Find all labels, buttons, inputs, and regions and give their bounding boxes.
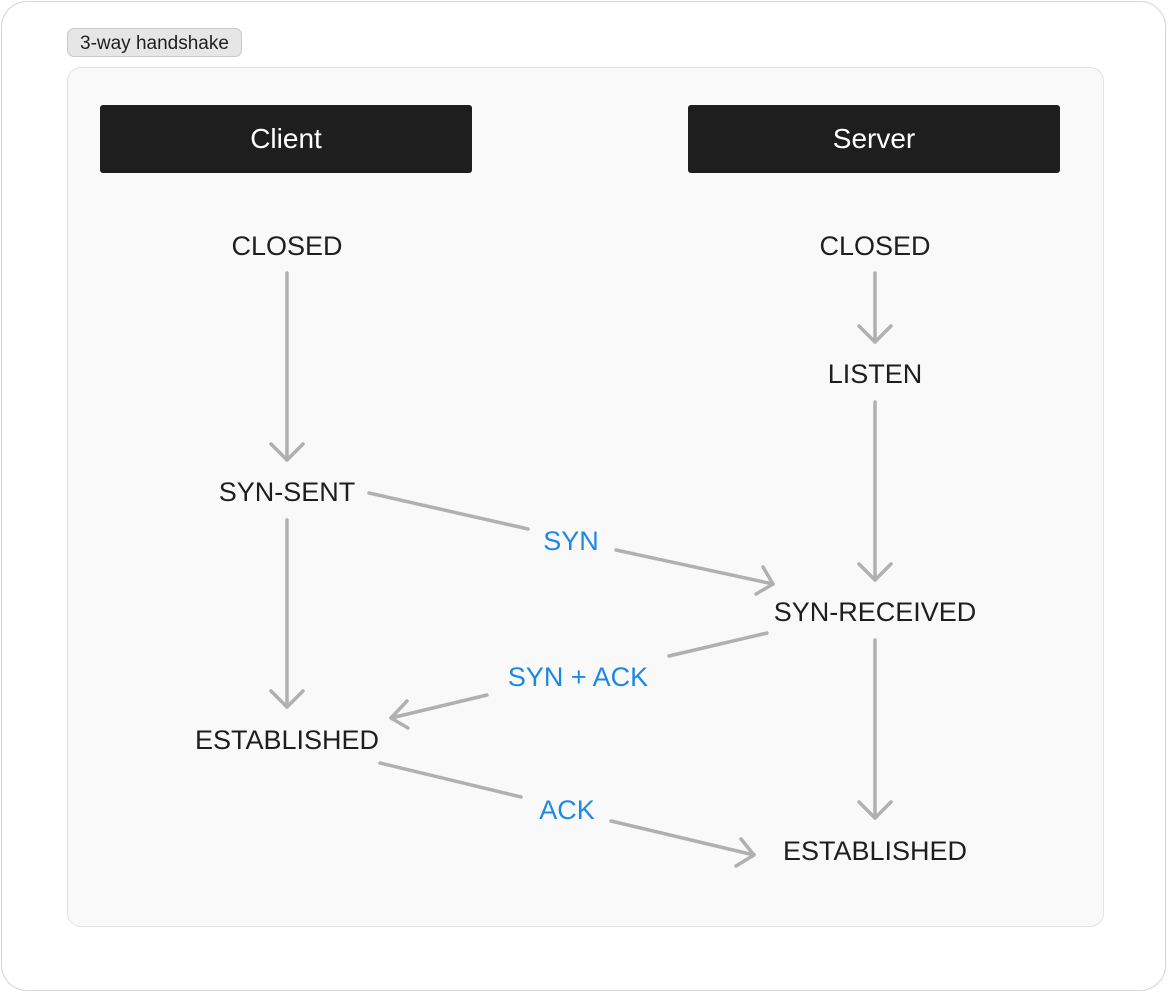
arrow-server-closed-to-listen — [857, 271, 893, 344]
arrow-ack-message — [378, 761, 756, 868]
client-lane-header: Client — [100, 105, 472, 173]
arrow-client-syn-sent-to-established — [269, 518, 305, 709]
server-state-syn-received: SYN-RECEIVED — [773, 597, 977, 627]
arrow-syn-ack-message — [389, 631, 769, 730]
server-state-established: ESTABLISHED — [782, 836, 968, 866]
message-syn-ack: SYN + ACK — [507, 662, 649, 692]
diagram-panel — [67, 67, 1104, 927]
server-state-closed: CLOSED — [819, 231, 931, 261]
arrow-server-listen-to-syn-received — [857, 400, 893, 582]
client-state-closed: CLOSED — [231, 231, 343, 261]
client-state-established: ESTABLISHED — [194, 725, 380, 755]
client-state-syn-sent: SYN-SENT — [218, 477, 356, 507]
message-ack: ACK — [539, 795, 595, 825]
arrow-syn-message — [367, 491, 775, 596]
arrow-client-closed-to-syn-sent — [269, 271, 305, 462]
server-state-listen: LISTEN — [827, 359, 923, 389]
message-syn: SYN — [543, 526, 599, 556]
diagram-tag: 3-way handshake — [67, 28, 242, 57]
arrow-server-syn-received-to-established — [857, 638, 893, 820]
server-lane-header: Server — [688, 105, 1060, 173]
